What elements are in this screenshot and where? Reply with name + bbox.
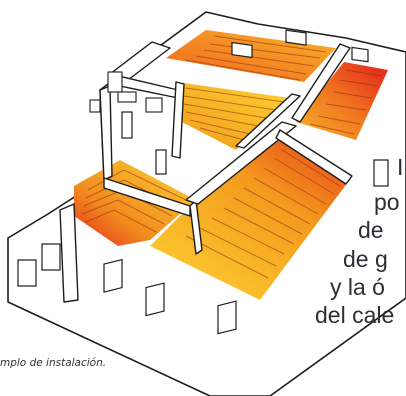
sink-icon bbox=[89, 99, 101, 113]
window-back-1 bbox=[231, 41, 253, 59]
window-left-2 bbox=[41, 243, 61, 271]
floor-zone-front-room bbox=[150, 140, 348, 300]
door-bathroom bbox=[121, 111, 133, 139]
figure-caption: mplo de instalación. bbox=[0, 357, 107, 369]
shower-icon bbox=[107, 71, 123, 93]
windows bbox=[17, 29, 389, 335]
floor-zone-right-room bbox=[296, 62, 388, 140]
window-left-1 bbox=[17, 259, 37, 287]
bathroom-fixtures bbox=[89, 71, 163, 113]
door-center bbox=[155, 149, 167, 175]
heating-pipes bbox=[81, 35, 383, 279]
window-front-1 bbox=[103, 258, 123, 293]
window-back-3 bbox=[351, 46, 369, 63]
window-back-2 bbox=[285, 29, 307, 46]
interior-walls bbox=[59, 41, 353, 303]
window-front-2 bbox=[145, 282, 165, 317]
radiator-icon bbox=[145, 97, 163, 113]
bathtub-icon bbox=[117, 91, 137, 103]
window-front-3 bbox=[217, 300, 237, 335]
window-right-1 bbox=[373, 159, 389, 187]
